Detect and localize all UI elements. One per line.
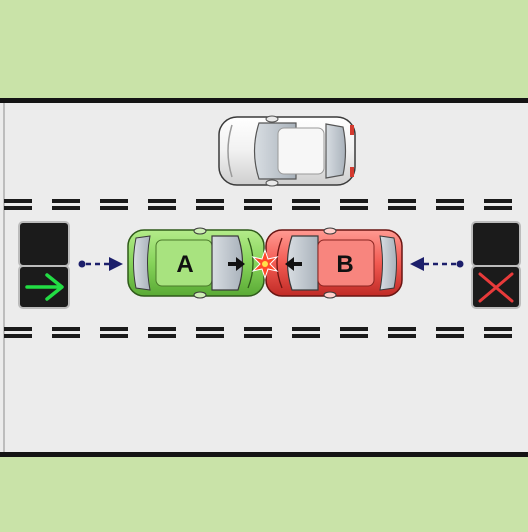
curb-bottom bbox=[0, 452, 528, 457]
grass-bottom bbox=[0, 457, 528, 532]
white-car bbox=[218, 115, 356, 187]
green-arrow-right-icon bbox=[25, 273, 64, 301]
lane-line-lower bbox=[4, 327, 512, 338]
collision-star-icon bbox=[251, 248, 279, 280]
motion-arrow-left-to-right-icon bbox=[78, 257, 123, 271]
arrow-left-icon bbox=[285, 257, 302, 271]
right-signal bbox=[471, 221, 521, 309]
car-a-label: A bbox=[176, 251, 193, 278]
left-signal bbox=[18, 221, 70, 309]
car-b-label: B bbox=[336, 251, 353, 278]
road-left-edge bbox=[3, 98, 5, 457]
lane-line-upper bbox=[4, 199, 512, 210]
grass-top bbox=[0, 0, 528, 98]
red-cross-icon bbox=[478, 272, 514, 303]
motion-arrow-right-to-left-icon bbox=[410, 257, 464, 271]
curb-top bbox=[0, 98, 528, 103]
arrow-right-icon bbox=[228, 257, 245, 271]
